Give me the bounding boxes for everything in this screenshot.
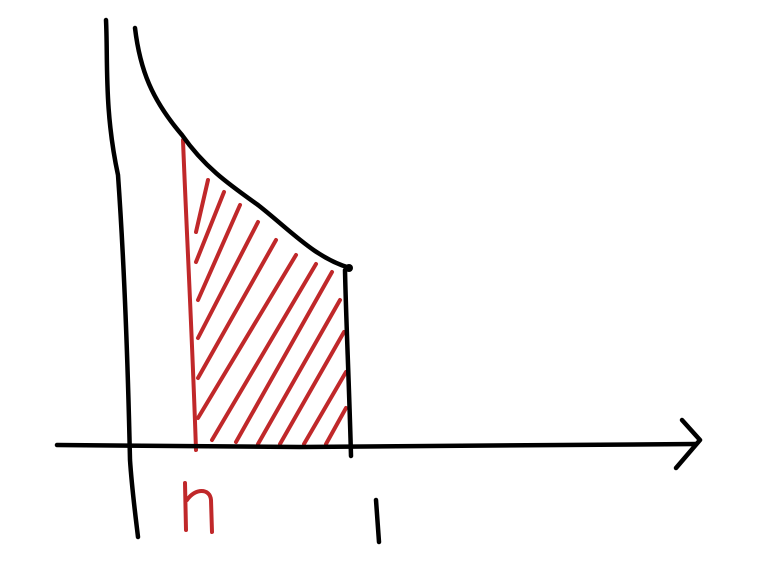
hatch-line <box>196 220 260 340</box>
hatch-line <box>196 203 242 302</box>
y-axis <box>103 17 141 540</box>
hatch-line <box>324 406 348 446</box>
lower-bound-label-glyph <box>183 481 214 534</box>
upper-bound-label-glyph <box>373 497 382 545</box>
shaded-area-hatching <box>194 178 348 446</box>
upper-bound-line <box>342 267 354 459</box>
hatch-line <box>234 270 334 444</box>
hatch-line <box>194 178 210 234</box>
lower-bound-line <box>181 138 198 452</box>
hatch-line <box>278 330 346 446</box>
hatch-line <box>302 370 348 446</box>
x-axis <box>54 441 699 450</box>
decreasing-curve <box>132 25 353 271</box>
hatch-line <box>194 190 226 264</box>
hatch-line <box>196 238 278 380</box>
x-axis-arrowhead <box>673 417 703 471</box>
hatch-line <box>196 253 298 420</box>
hatch-line <box>210 262 318 442</box>
curve-endpoint <box>345 264 353 272</box>
hatch-line <box>256 298 342 446</box>
